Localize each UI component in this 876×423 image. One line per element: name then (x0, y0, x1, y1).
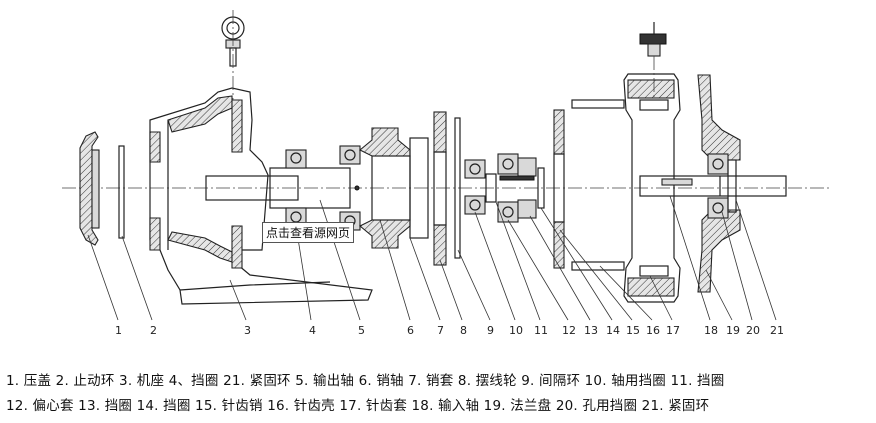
callout-9: 9 (487, 324, 494, 337)
callout-14: 14 (606, 324, 620, 337)
part-spacer-ring (454, 117, 461, 259)
callout-16: 16 (646, 324, 660, 337)
part-lifting-eye-bolt (221, 10, 245, 100)
callout-2: 2 (150, 324, 157, 337)
callout-17: 17 (666, 324, 680, 337)
callout-11: 11 (534, 324, 548, 337)
callout-15: 15 (626, 324, 640, 337)
callout-numbers: 1 2 3 4 5 6 7 8 9 10 11 12 13 14 15 16 1… (115, 324, 784, 337)
callout-7: 7 (437, 324, 444, 337)
part-pin-gear-housing (553, 73, 681, 303)
part-pin-shaft-flange (354, 127, 429, 249)
callout-10: 10 (509, 324, 523, 337)
callout-20: 20 (746, 324, 760, 337)
part-eccentric-sleeve-assembly (464, 153, 545, 223)
part-cycloid-disc (433, 111, 447, 266)
parts-legend-line-2: 12. 偏心套 13. 挡圈 14. 挡圈 15. 针齿销 16. 针齿壳 17… (6, 398, 710, 414)
source-page-watermark[interactable]: 点击查看源网页 (262, 222, 355, 243)
part-flange-plate (697, 74, 741, 293)
part-output-shaft (205, 145, 361, 231)
callout-12: 12 (562, 324, 576, 337)
callout-21: 21 (770, 324, 784, 337)
part-stop-ring (118, 145, 125, 239)
callout-18: 18 (704, 324, 718, 337)
callout-6: 6 (407, 324, 414, 337)
callout-5: 5 (358, 324, 365, 337)
part-machine-base (149, 87, 373, 305)
part-vent-plug (639, 22, 667, 98)
callout-19: 19 (726, 324, 740, 337)
callout-4: 4 (309, 324, 316, 337)
part-input-shaft (639, 175, 787, 197)
callout-leaders (87, 195, 777, 321)
callout-8: 8 (460, 324, 467, 337)
callout-13: 13 (584, 324, 598, 337)
part-press-cover (79, 131, 100, 246)
parts-legend-line-1: 1. 压盖 2. 止动环 3. 机座 4、挡圈 21. 紧固环 5. 输出轴 6… (6, 373, 725, 389)
callout-1: 1 (115, 324, 122, 337)
callout-3: 3 (244, 324, 251, 337)
